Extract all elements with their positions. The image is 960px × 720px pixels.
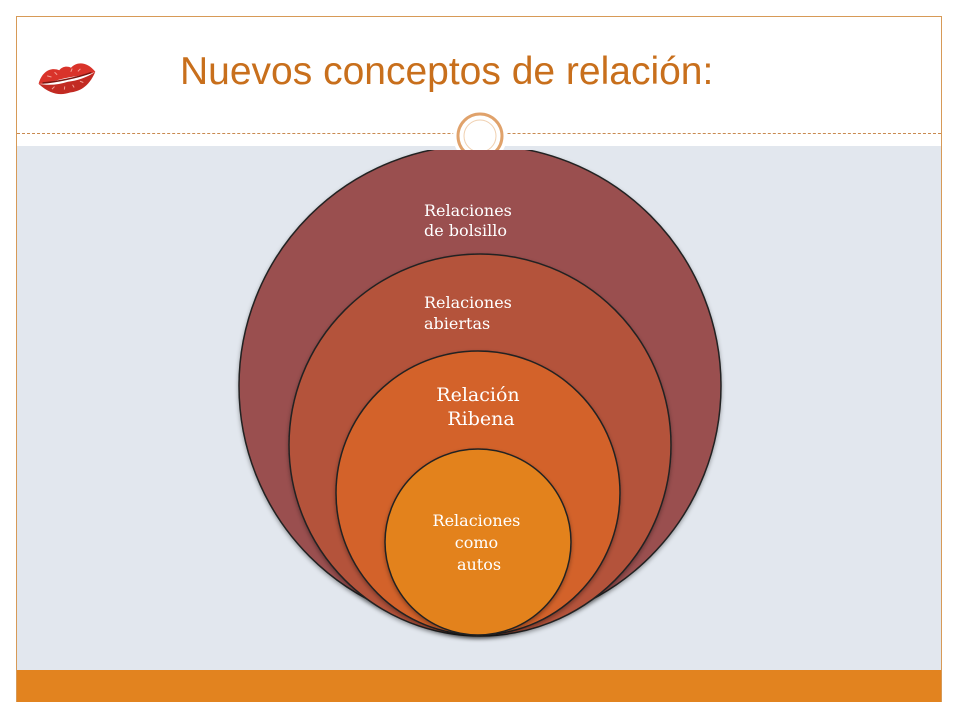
lips-icon xyxy=(38,63,96,95)
label-relaciones-como-autos: Relaciones como autos xyxy=(433,511,526,574)
slide-title: Nuevos conceptos de relación: xyxy=(180,50,714,93)
label-relaciones-de-bolsillo: Relaciones de bolsillo xyxy=(424,201,517,240)
label-line: autos xyxy=(457,555,501,574)
label-line: Relación xyxy=(436,384,519,406)
label-relaciones-abiertas: Relaciones abiertas xyxy=(424,293,517,333)
label-line: de bolsillo xyxy=(424,221,507,240)
bottom-accent-bar xyxy=(17,670,941,702)
label-line: Relaciones xyxy=(433,511,521,530)
label-line: abiertas xyxy=(424,314,490,333)
nested-circles-diagram: Relaciones de bolsillo Relaciones abiert… xyxy=(238,150,722,637)
circle-relaciones-como-autos xyxy=(384,448,572,636)
label-line: Ribena xyxy=(447,408,514,430)
label-line: Relaciones xyxy=(424,293,512,312)
label-line: Relaciones xyxy=(424,201,512,220)
label-line: como xyxy=(455,533,498,552)
label-relacion-ribena: Relación Ribena xyxy=(436,384,525,430)
